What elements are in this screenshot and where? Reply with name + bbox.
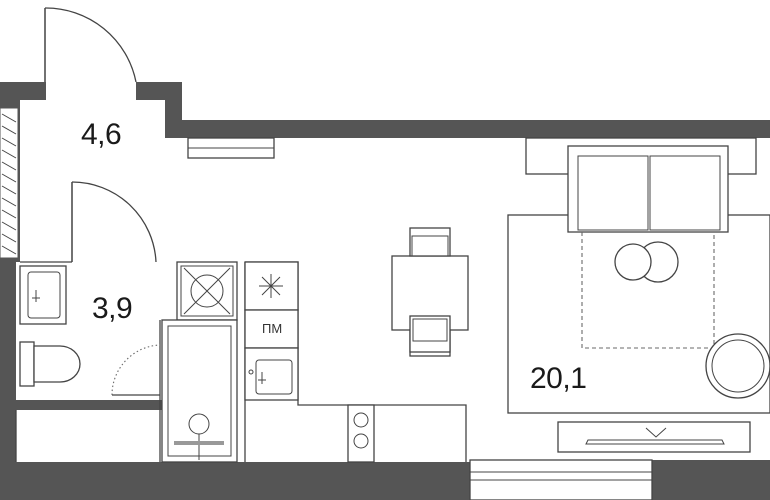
wall-left-lower: [0, 262, 16, 500]
sofa-area-dashes: [581, 232, 715, 349]
room-area-living: 20,1: [530, 362, 587, 395]
chair-top: [409, 227, 451, 257]
window-hall: [187, 137, 275, 159]
wall-top: [182, 120, 770, 138]
kitchen-sink: [244, 347, 299, 401]
fridge: [244, 261, 299, 311]
shower-tray: [161, 319, 238, 463]
wall-bottom-right: [652, 460, 770, 500]
boiler: [176, 261, 238, 321]
washbasin: [19, 265, 67, 325]
window-bottom: [469, 459, 653, 500]
wall-bath-bottom: [16, 400, 162, 410]
toilet: [19, 341, 81, 387]
chair-bottom: [409, 315, 451, 357]
room-area-bathroom: 3,9: [92, 292, 133, 325]
wall-entrance-left: [0, 82, 46, 100]
armchair: [705, 333, 770, 399]
bathroom-door: [71, 181, 157, 263]
partitions: [15, 8, 161, 462]
dishwasher-label: ПМ: [262, 321, 283, 336]
bathroom-door-swing: [111, 344, 161, 396]
tv-stand: [557, 421, 751, 453]
wall-bottom-left: [0, 462, 470, 500]
coffee-tables: [614, 241, 679, 283]
wall-step: [136, 82, 182, 138]
entrance-door: [44, 7, 137, 83]
walls: [0, 82, 770, 500]
dishwasher: [244, 309, 299, 349]
room-area-hall: 4,6: [81, 118, 122, 151]
sofa: [525, 137, 757, 233]
wall-hatch: [0, 107, 19, 259]
cooktop: [347, 404, 375, 463]
dining-table: [391, 227, 469, 357]
